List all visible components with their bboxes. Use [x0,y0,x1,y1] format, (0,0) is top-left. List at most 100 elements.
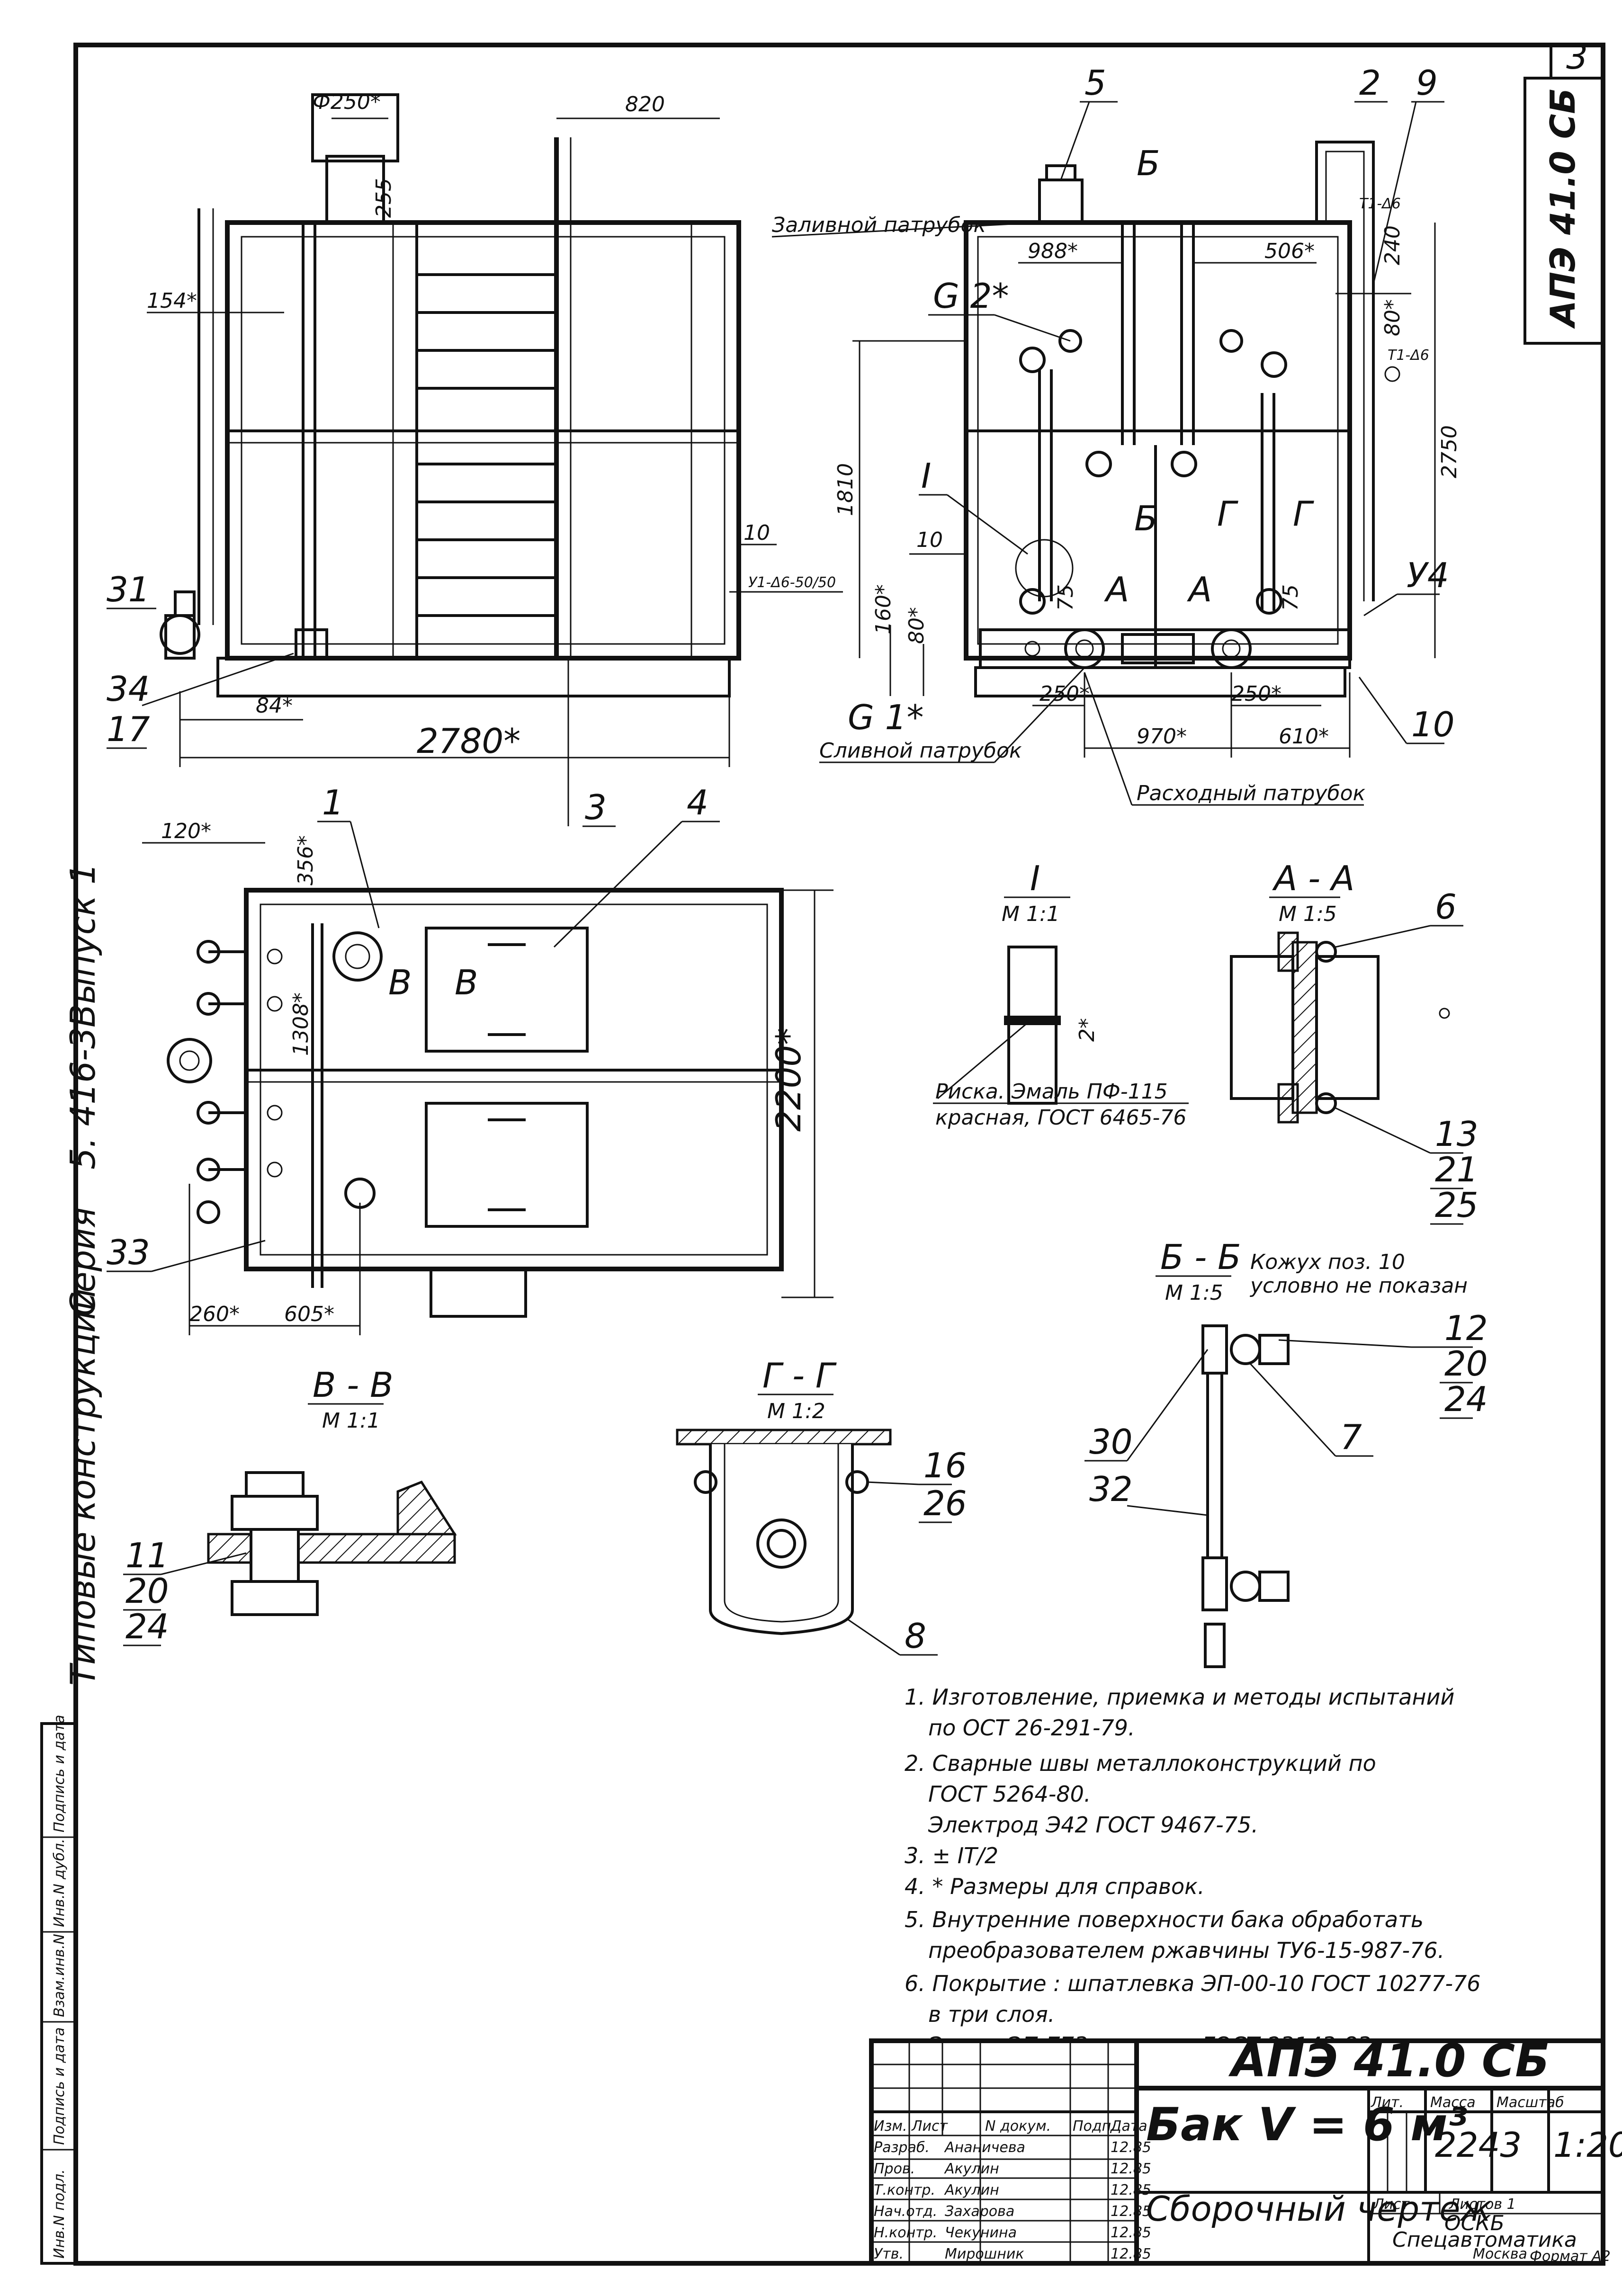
tank-body-front [225,220,741,661]
callout-16: 16 [923,1446,967,1485]
callout-13: 13 [1435,1114,1479,1154]
detail-I-title: I [1030,858,1040,898]
note-line-5: Электрод Э42 ГОСТ 9467-75. [928,1812,1258,1838]
dim-506: 506* [1264,239,1315,263]
dim-1308: 1308* [289,992,313,1056]
margin-issue: Выпуск 1 [63,863,103,1027]
section-BB: Б - Б М 1:5 Кожух поз. 10 условно не пок… [1084,1237,1488,1668]
dim-970: 970* [1137,724,1187,749]
tb-name-3: Захарова [945,2203,1014,2220]
tb-doc-code: АПЭ 41.0 СБ [1228,2034,1550,2087]
note-line-8: 5. Внутренние поверхности бака обработат… [905,1907,1424,1932]
tb-col-doc: N докум. [985,2118,1051,2135]
callout-26: 26 [923,1483,967,1523]
callout-24-bb: 24 [1444,1379,1488,1419]
tb-role-3: Нач.отд. [874,2203,937,2220]
callout-20-vv: 20 [125,1571,169,1611]
callout-31: 31 [107,570,150,609]
callout-20-bb: 20 [1444,1344,1488,1384]
tb-product-name: Бак V = 6 м³ [1146,2098,1468,2151]
tb-name-1: Акулин [944,2161,999,2177]
label-drain-pipe: Сливной патрубок [819,739,1022,763]
tb-role-4: Н.контр. [874,2225,937,2241]
inv-sign-date: Подпись и дата [51,2028,68,2145]
dim-d250: Ф250* [313,90,381,114]
label-fill-pipe: Заливной патрубок [772,213,986,237]
inv-sign-date2: Подпись и дата [51,1715,68,1833]
tb-col-date: Дата [1110,2118,1147,2135]
callout-g2: G 2* [933,276,1009,316]
note-line-1: 1. Изготовление, приемка и методы испыта… [905,1684,1454,1710]
cut-a-right: А [1187,570,1212,609]
section-VV: В - В М 1:1 11 20 24 [123,1365,457,1646]
tb-mass-header: Масса [1430,2094,1476,2111]
tb-name-0: Ананичева [944,2139,1025,2156]
ladder-rungs [417,273,556,617]
dim-260: 260* [189,1302,240,1326]
dim-2200: 2200* [769,1028,808,1132]
dim-80: 80* [1380,299,1405,336]
dim-d84: 84* [256,694,293,718]
weld-y1: У1-Δ6-50/50 [748,574,836,591]
lug-section [207,1533,456,1564]
ladder-plan [430,1268,527,1318]
callout-12: 12 [1444,1308,1488,1348]
note-line-11: в три слоя. [928,2001,1055,2027]
section-AA-title: А - А [1272,858,1354,898]
gauge-guard [709,1444,854,1635]
callout-25: 25 [1435,1185,1479,1225]
margin-series: Серия [63,1207,103,1316]
breather-front [311,93,399,162]
manhole-bottom [425,1102,589,1228]
dim-d255: 255 [372,178,396,218]
tb-scale-value: 1:20 [1553,2125,1622,2165]
section-BB-note1: Кожух поз. 10 [1250,1250,1405,1274]
callout-3: 3 [585,787,607,827]
tb-role-2: Т.контр. [874,2182,935,2198]
note-line-4: ГОСТ 5264-80. [928,1781,1091,1807]
callout-4: 4 [687,783,708,822]
cut-b-bottom: Б [1134,499,1157,538]
left-margin: Типовые конструкции Серия 5. 416-3 Выпус… [40,863,103,2265]
title-block: Изм. Лист N докум. Подп. Дата Разраб. Ан… [869,2034,1622,2266]
tank-wall-section [676,1429,892,1446]
tb-format: Формат А2 [1530,2248,1611,2265]
tb-org-1: ОСКБ [1444,2211,1505,2235]
weld-t1-bottom: Т1-Δ6 [1388,347,1429,364]
dim-610: 610* [1279,724,1329,749]
section-BB-scale: М 1:5 [1165,1281,1223,1305]
cut-a-left: А [1104,570,1129,609]
callout-11: 11 [125,1536,169,1575]
callout-24-vv: 24 [125,1607,169,1646]
dim-2750: 2750 [1437,425,1461,478]
inv-dup: Инв.N дубл. [51,1839,68,1927]
tb-doc-type: Сборочный чертеж [1146,2189,1491,2229]
tb-mass-value: 2243 [1435,2125,1522,2165]
tb-name-4: Чекунина [945,2225,1017,2241]
dim-1810: 1810 [833,463,858,516]
sheet-frame: 3 АПЭ 41.0 СБ [73,37,1605,2266]
section-AA-scale: М 1:5 [1279,902,1337,926]
base-frame-side [974,666,1346,697]
tank-body-plan [244,888,784,1271]
callout-10-left: 10 [916,528,943,552]
bolt-head [231,1495,319,1531]
dim-120: 120* [161,819,211,843]
tb-lit-header: Лит. [1371,2094,1404,2111]
callout-g1: G 1* [848,697,924,737]
tb-date-5: 12.85 [1111,2246,1151,2262]
tb-scale-header: Масштаб [1497,2094,1564,2111]
section-GG-title: Г - Г [762,1356,837,1395]
callout-33: 33 [107,1233,150,1272]
callout-8: 8 [905,1616,926,1656]
dim-160: 160* [871,584,896,634]
callout-7: 7 [1340,1417,1362,1457]
note-line-3: 2. Сварные швы металлоконструкций по [905,1751,1376,1776]
tb-org-3: Москва [1473,2246,1527,2262]
detail-I-note2: красная, ГОСТ 6465-76 [935,1106,1186,1130]
section-GG-scale: М 1:2 [767,1399,825,1423]
plan-view: 1 4 33 В В 120* 356* 1308* 2200* 260* 60… [107,783,833,1335]
main-valve-plan [167,1038,212,1083]
